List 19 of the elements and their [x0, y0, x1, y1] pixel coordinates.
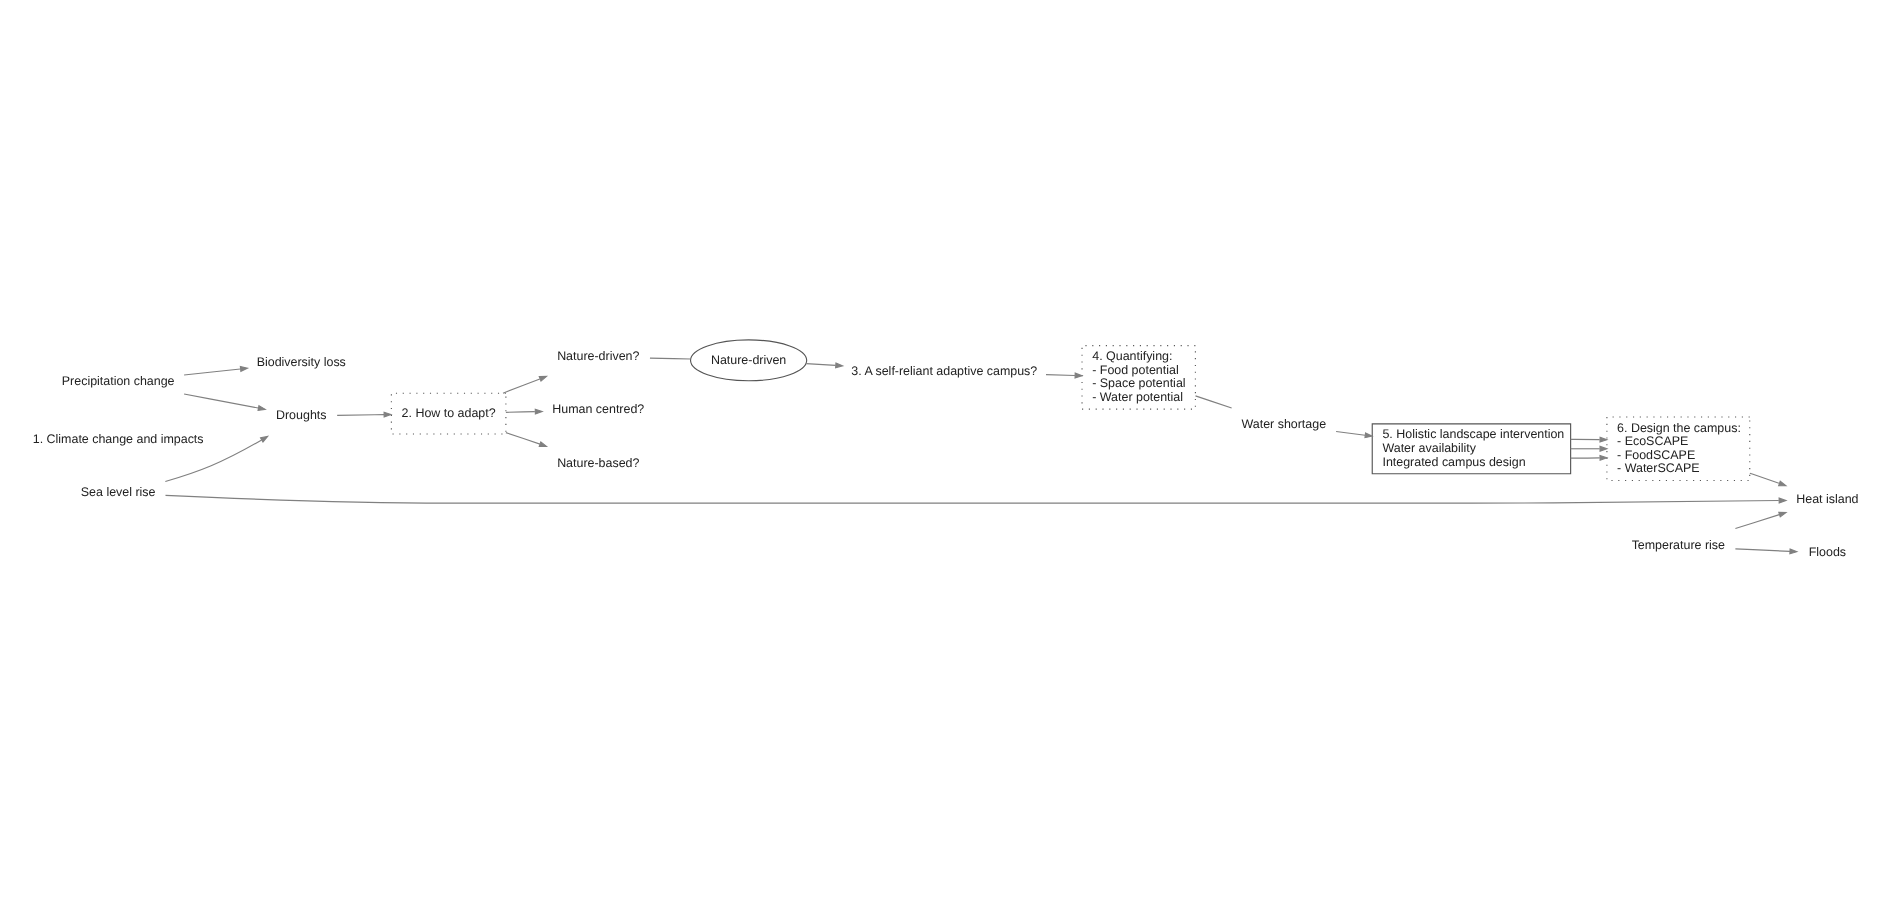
arrow — [183, 392, 267, 411]
arrow — [1570, 444, 1609, 451]
arrow — [336, 410, 393, 417]
arrow — [505, 431, 549, 446]
arrow — [1734, 547, 1799, 554]
arrow — [805, 361, 845, 368]
connector — [649, 356, 692, 359]
arrow — [1734, 510, 1788, 529]
connector — [1194, 394, 1233, 408]
arrow — [164, 434, 270, 482]
arrow — [1749, 471, 1788, 486]
arrow — [183, 364, 250, 375]
arrow — [1570, 435, 1609, 442]
arrow — [164, 493, 1788, 503]
arrow — [1335, 429, 1374, 438]
arrow — [1570, 453, 1609, 461]
arrow — [505, 407, 544, 414]
arrow — [502, 374, 549, 393]
arrow — [1045, 371, 1084, 378]
